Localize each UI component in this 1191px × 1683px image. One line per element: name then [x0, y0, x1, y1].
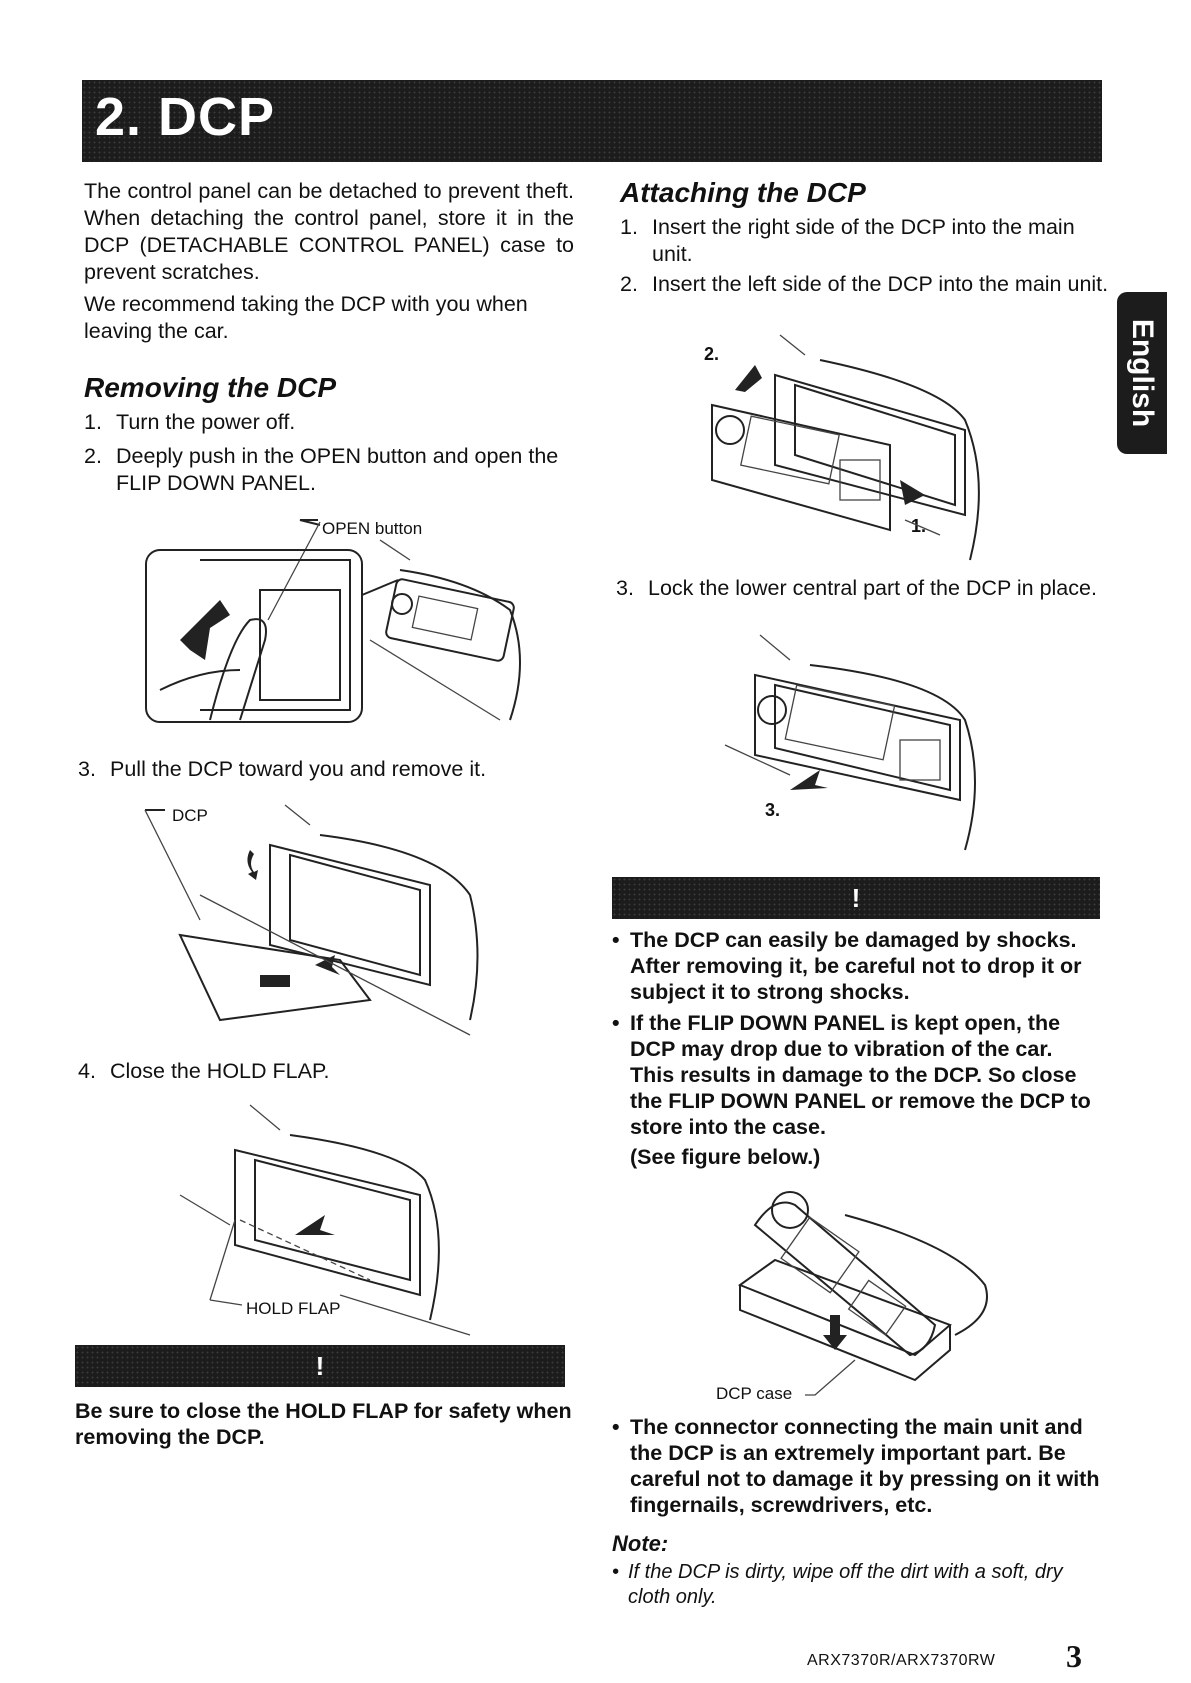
step-number: 1. — [620, 215, 638, 239]
step-number: 3. — [616, 576, 634, 600]
note-text: If the DCP is dirty, wipe off the dirt w… — [628, 1561, 1063, 1608]
caution-bullet-3: • The connector connecting the main unit… — [612, 1414, 1102, 1518]
step-text: Pull the DCP toward you and remove it. — [110, 757, 487, 781]
page-number: 3 — [1066, 1638, 1082, 1674]
caution-left-text: Be sure to close the HOLD FLAP for safet… — [75, 1399, 572, 1449]
figure-attach-sides — [711, 334, 980, 561]
figure-open-button — [145, 519, 521, 723]
attaching-heading: Attaching the DCP — [620, 177, 866, 208]
bullet-text: The DCP can easily be damaged by shocks.… — [630, 928, 1082, 1004]
step-number: 4. — [78, 1059, 96, 1083]
step-text: Close the HOLD FLAP. — [110, 1059, 330, 1083]
dcp-case-label: DCP case — [716, 1384, 793, 1403]
intro-paragraph-2: We recommend taking the DCP with you whe… — [84, 292, 528, 343]
bullet-dot: • — [612, 1011, 620, 1035]
page-title: 2. DCP — [95, 87, 276, 147]
caution-bullet-1: • The DCP can easily be damaged by shock… — [612, 927, 1102, 1005]
removing-step-2: 2. Deeply push in the OPEN button and op… — [84, 443, 574, 497]
dcp-label: DCP — [172, 806, 208, 825]
caution-bar-right: ! — [612, 877, 1100, 919]
attaching-step-2: 2. Insert the left side of the DCP into … — [620, 271, 1110, 298]
bullet-dot: • — [612, 928, 620, 952]
removing-heading: Removing the DCP — [84, 372, 337, 403]
caution-bullet-2: • If the FLIP DOWN PANEL is kept open, t… — [612, 1010, 1102, 1140]
bullet-dot: • — [612, 1415, 620, 1439]
step-number: 2. — [620, 272, 638, 296]
removing-step-4: 4. Close the HOLD FLAP. — [78, 1058, 568, 1085]
removing-step-3: 3. Pull the DCP toward you and remove it… — [78, 756, 568, 783]
figure-hold-flap — [179, 1104, 471, 1336]
language-tab-label: English — [1126, 318, 1159, 428]
caution-bar-left: ! — [75, 1345, 565, 1387]
section-header-bar — [82, 80, 1102, 162]
step-text: Lock the lower central part of the DCP i… — [648, 576, 1097, 600]
intro-paragraph-1: The control panel can be detached to pre… — [84, 179, 574, 284]
step-number: 1. — [84, 410, 102, 434]
bullet-dot: • — [612, 1561, 620, 1583]
note-heading: Note: — [612, 1531, 669, 1556]
removing-step-1: 1. Turn the power off. — [84, 409, 574, 436]
step-text: Insert the right side of the DCP into th… — [652, 215, 1075, 266]
step-number: 3. — [78, 757, 96, 781]
figure-pull-dcp — [144, 804, 479, 1036]
figure-dcp-case — [737, 1191, 988, 1396]
step-number: 2. — [84, 444, 102, 468]
bullet-text: If the FLIP DOWN PANEL is kept open, the… — [630, 1011, 1091, 1139]
figure-label-3: 3. — [765, 800, 781, 820]
figure-label-2: 2. — [704, 344, 720, 364]
figure-lock-center — [724, 634, 976, 851]
step-text: Deeply push in the OPEN button and open … — [116, 444, 559, 495]
hold-flap-label: HOLD FLAP — [246, 1299, 341, 1318]
footer-model: ARX7370R/ARX7370RW — [807, 1652, 996, 1669]
open-button-label: OPEN button — [322, 519, 423, 538]
see-figure-text: (See figure below.) — [630, 1145, 821, 1169]
step-text: Insert the left side of the DCP into the… — [652, 272, 1109, 296]
attaching-step-3: 3. Lock the lower central part of the DC… — [616, 575, 1106, 602]
note-bullet: • If the DCP is dirty, wipe off the dirt… — [612, 1560, 1102, 1610]
bullet-text: The connector connecting the main unit a… — [630, 1415, 1100, 1517]
step-text: Turn the power off. — [116, 410, 296, 434]
attaching-step-1: 1. Insert the right side of the DCP into… — [620, 214, 1110, 268]
language-tab: English — [1117, 292, 1167, 454]
